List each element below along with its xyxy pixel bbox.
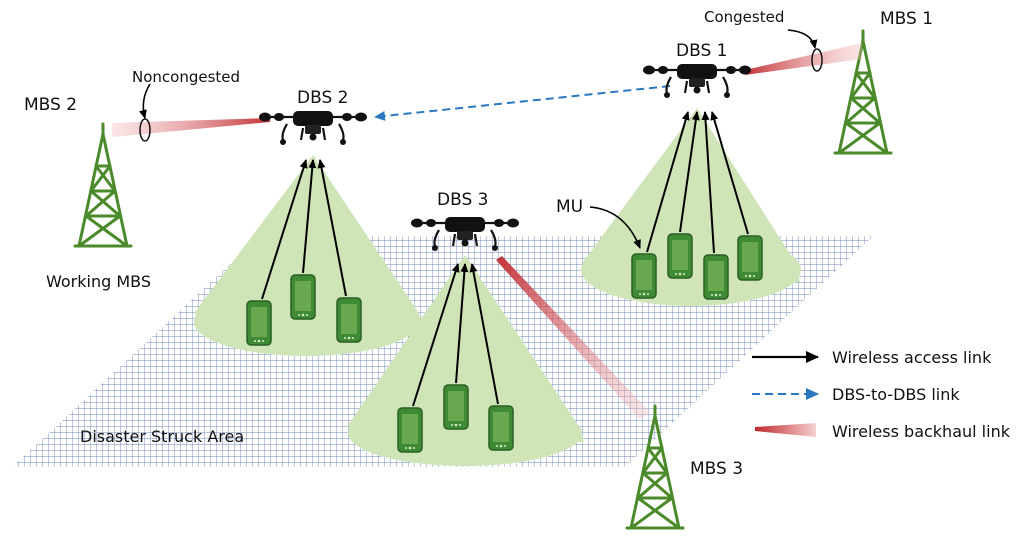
dbs2-drone-icon <box>257 109 369 147</box>
mobile-user-icon <box>737 235 763 281</box>
label-noncongested: Noncongested <box>132 68 240 86</box>
access-link <box>455 263 469 384</box>
mobile-user-icon <box>397 407 423 453</box>
coverage-cone-dbs3 <box>348 255 584 442</box>
mobile-user-icon <box>290 274 316 320</box>
access-link <box>261 159 308 300</box>
mobile-user-icon <box>488 405 514 451</box>
access-link <box>302 159 317 274</box>
backhaul-link-dbs3-mbs3 <box>496 256 650 420</box>
legend-dbs-link-label: DBS-to-DBS link <box>832 385 960 404</box>
mu-pointer <box>589 206 641 249</box>
label-dbs1: DBS 1 <box>676 41 727 61</box>
label-working-mbs: Working MBS <box>46 272 151 291</box>
label-mu: MU <box>556 197 583 217</box>
congested-pointer <box>787 29 818 49</box>
access-link <box>701 111 715 254</box>
congested-marker <box>811 48 823 72</box>
mobile-user-icon <box>246 300 272 346</box>
label-mbs3: MBS 3 <box>690 459 743 479</box>
legend-access-label: Wireless access link <box>832 348 992 367</box>
mobile-user-icon <box>703 254 729 300</box>
noncongested-marker <box>139 118 151 142</box>
backhaul-link-mbs2-dbs2 <box>112 118 270 137</box>
coverage-cone-dbs2 <box>195 155 425 330</box>
label-dbs3: DBS 3 <box>437 190 488 210</box>
mobile-user-icon <box>443 384 469 430</box>
access-link <box>469 263 499 405</box>
label-mbs2: MBS 2 <box>24 95 77 115</box>
mobile-user-icon <box>336 297 362 343</box>
label-congested: Congested <box>704 8 784 26</box>
mbs2-tower-icon <box>73 122 133 248</box>
dbs1-to-dbs2-link <box>374 85 671 121</box>
label-disaster-area: Disaster Struck Area <box>80 427 244 446</box>
access-link <box>679 111 700 233</box>
access-link <box>412 263 460 407</box>
mobile-user-icon <box>667 233 693 279</box>
mobile-user-icon <box>631 253 657 299</box>
legend: Wireless access link DBS-to-DBS link Wir… <box>752 348 1011 441</box>
access-link <box>317 159 347 297</box>
backhaul-link-dbs1-mbs1 <box>745 43 862 75</box>
label-mbs1: MBS 1 <box>880 9 933 29</box>
dbs1-drone-icon <box>641 62 753 100</box>
access-link <box>646 111 690 253</box>
access-link <box>710 111 749 235</box>
label-dbs2: DBS 2 <box>297 88 348 108</box>
legend-backhaul-swatch <box>755 423 816 437</box>
legend-backhaul-label: Wireless backhaul link <box>832 422 1011 441</box>
noncongested-pointer <box>139 83 151 119</box>
